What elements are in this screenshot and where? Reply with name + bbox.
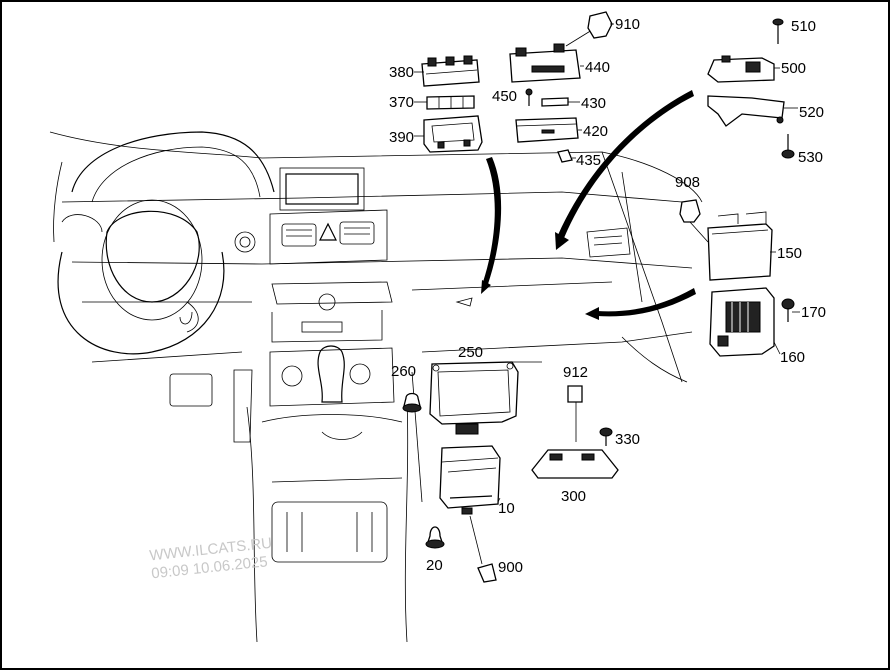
part-912-connector [567, 385, 583, 442]
label-390: 390 [389, 129, 414, 146]
part-170-screw [781, 298, 795, 322]
label-435: 435 [576, 152, 601, 169]
part-10-control-module [439, 445, 501, 515]
label-420: 420 [583, 123, 608, 140]
label-530: 530 [798, 149, 823, 166]
part-530-screw [781, 134, 795, 159]
part-380-switch-block [421, 55, 480, 87]
label-20: 20 [426, 557, 443, 574]
label-908: 908 [675, 174, 700, 191]
label-170: 170 [801, 304, 826, 321]
part-900-connector [469, 515, 497, 583]
label-160: 160 [780, 349, 805, 366]
part-labels: 910 510 380 440 500 450 370 430 520 420 … [389, 16, 826, 576]
part-20-fastener [425, 526, 445, 549]
label-430: 430 [581, 95, 606, 112]
part-390-trim-frame [423, 115, 483, 153]
label-500: 500 [781, 60, 806, 77]
part-500-module [707, 55, 775, 83]
label-370: 370 [389, 94, 414, 111]
part-370-button-strip [426, 95, 475, 110]
part-250-control-unit [429, 361, 519, 435]
part-450-screw [525, 88, 533, 106]
label-900: 900 [498, 559, 523, 576]
leader-lines [414, 23, 800, 503]
part-435-clip [557, 149, 573, 163]
label-250: 250 [458, 344, 483, 361]
part-420-control-unit [515, 117, 579, 143]
part-520-bracket [707, 95, 785, 127]
label-440: 440 [585, 59, 610, 76]
pointer-arrows [481, 90, 696, 320]
arrow-to-dash-left [483, 157, 502, 284]
label-260: 260 [391, 363, 416, 380]
label-510: 510 [791, 18, 816, 35]
part-908-connector [679, 199, 709, 243]
label-150: 150 [777, 245, 802, 262]
part-160-fuse-box [709, 287, 775, 357]
label-330: 330 [615, 431, 640, 448]
label-10: 10 [498, 500, 515, 517]
part-510-screw [772, 18, 784, 44]
part-330-screw [599, 427, 613, 446]
label-912: 912 [563, 364, 588, 381]
watermark: WWW.ILCATS.RU 09:09 10.06.2025 [149, 535, 273, 583]
label-450: 450 [492, 88, 517, 105]
part-150-control-module [707, 211, 773, 281]
arrow-to-glovebox [597, 288, 696, 317]
label-300: 300 [561, 488, 586, 505]
part-300-module-bracket [531, 449, 619, 479]
label-910: 910 [615, 16, 640, 33]
label-520: 520 [799, 104, 824, 121]
dashboard-illustration [49, 131, 703, 643]
part-910-connector [587, 11, 613, 39]
part-260-fastener [402, 392, 422, 413]
part-440-control-panel [509, 29, 593, 83]
part-430-cover [541, 97, 569, 107]
label-380: 380 [389, 64, 414, 81]
